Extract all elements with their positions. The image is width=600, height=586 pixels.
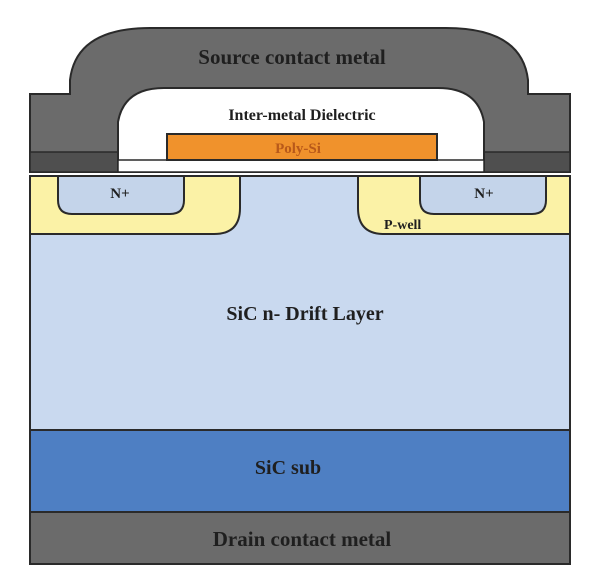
inter-metal-dielectric-label: Inter-metal Dielectric bbox=[228, 107, 375, 124]
drift-layer-label: SiC n- Drift Layer bbox=[226, 303, 383, 325]
n-plus-left-region bbox=[57, 175, 185, 215]
p-well-label: P-well bbox=[384, 218, 421, 233]
sic-substrate-layer bbox=[29, 429, 571, 513]
source-contact-band-right bbox=[483, 151, 571, 173]
n-plus-left-label: N+ bbox=[110, 186, 129, 202]
drain-contact-metal-label: Drain contact metal bbox=[213, 527, 392, 551]
gate-oxide-layer bbox=[117, 159, 485, 173]
n-plus-right-region bbox=[419, 175, 547, 215]
poly-si-label: Poly-Si bbox=[275, 141, 321, 157]
n-plus-right-label: N+ bbox=[474, 186, 493, 202]
source-contact-metal-label: Source contact metal bbox=[198, 45, 386, 69]
poly-si-gate bbox=[166, 133, 438, 161]
substrate-label: SiC sub bbox=[255, 457, 321, 479]
drain-contact-metal-layer bbox=[29, 511, 571, 565]
source-contact-band-left bbox=[29, 151, 119, 173]
